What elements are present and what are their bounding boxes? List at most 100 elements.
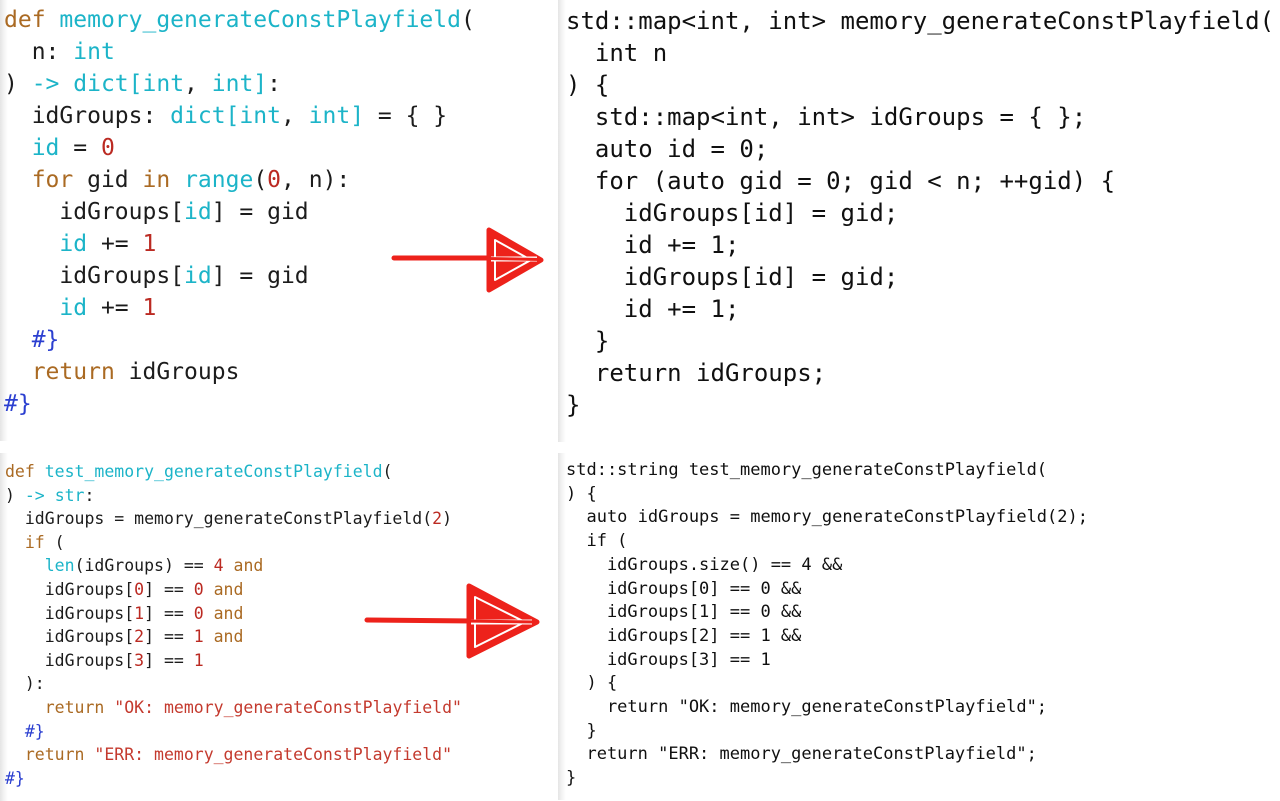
code-token: 3 <box>134 650 145 670</box>
code-token: idGroups[ <box>4 263 185 289</box>
code-token: = { } <box>364 103 448 129</box>
code-token: 1 <box>193 650 204 670</box>
code-token: int <box>73 39 115 65</box>
code-line: idGroups[3] == 1 <box>566 649 1280 673</box>
code-line: ) -> dict[int, int]: <box>4 68 562 100</box>
code-token: idGroups[ <box>5 650 135 670</box>
code-line: def memory_generateConstPlayfield( <box>4 4 562 36</box>
code-token <box>170 167 184 193</box>
code-token: std::string test_memory_generateConstPla… <box>566 460 1048 480</box>
code-token <box>5 722 25 741</box>
code-line: idGroups: dict[int, int] = { } <box>4 100 562 132</box>
code-token: dict[int <box>170 103 281 129</box>
code-line: ) { <box>566 483 1280 507</box>
code-token: ) <box>5 485 25 505</box>
python-code-panel-bottom: def test_memory_generateConstPlayfield()… <box>0 453 563 801</box>
code-token: ] = gid <box>211 199 309 225</box>
code-token: std::map<int, int> idGroups = { }; <box>566 103 1087 131</box>
code-token: : <box>267 71 281 97</box>
code-line: id += 1 <box>4 228 562 260</box>
code-token: idGroups[0] == 0 && <box>566 578 802 599</box>
code-token: #} <box>24 721 45 741</box>
code-line: n: int <box>4 36 562 68</box>
code-token: if ( <box>566 531 628 552</box>
code-line: len(idGroups) == 4 and <box>5 554 563 578</box>
code-token: id <box>59 231 88 257</box>
code-token: id <box>59 295 88 321</box>
code-token <box>204 627 214 646</box>
code-token: def <box>4 7 46 33</box>
code-line: idGroups[1] == 0 && <box>566 601 1280 625</box>
code-token: id += 1; <box>566 231 740 259</box>
code-token: } <box>566 391 581 419</box>
code-token: += <box>87 295 143 321</box>
code-line: ): <box>5 672 563 696</box>
code-token: = <box>59 135 101 161</box>
code-token: , n): <box>281 167 351 193</box>
code-token: 1 <box>134 603 145 623</box>
code-line: } <box>566 720 1280 744</box>
code-token: str <box>54 485 85 505</box>
code-token: } <box>566 768 577 789</box>
code-line: for gid in range(0, n): <box>4 164 562 196</box>
code-token <box>46 7 60 33</box>
code-line: if ( <box>566 530 1280 554</box>
code-token <box>4 231 59 257</box>
code-token: ] == <box>144 579 194 599</box>
code-token: (idGroups) == <box>74 556 214 576</box>
code-line: idGroups[0] == 0 && <box>566 578 1280 602</box>
code-line: #} <box>4 324 562 356</box>
code-token: for <box>31 167 74 193</box>
code-token: return <box>24 745 85 765</box>
code-token <box>204 604 214 623</box>
code-token <box>5 745 25 764</box>
code-line: idGroups[id] = gid <box>4 196 562 228</box>
code-line: id = 0 <box>4 132 562 164</box>
code-token: auto id = 0; <box>566 135 769 163</box>
code-line: auto idGroups = memory_generateConstPlay… <box>566 506 1280 530</box>
code-token: range <box>184 167 254 193</box>
code-line: return idGroups; <box>566 357 1280 389</box>
code-token: , <box>184 71 212 97</box>
code-token: 1 <box>142 231 157 257</box>
code-token: std::map<int, int> memory_generateConstP… <box>566 7 1275 35</box>
code-token: idGroups[2] == 1 && <box>566 625 802 646</box>
code-token: ] == <box>144 603 194 623</box>
code-token: ): <box>5 674 45 694</box>
code-token: 0 <box>267 167 282 193</box>
code-token: ) <box>4 71 32 97</box>
code-line: } <box>566 325 1280 357</box>
code-token: ( <box>253 167 268 193</box>
code-token <box>4 167 32 193</box>
code-token: idGroups[id] = gid; <box>566 199 899 227</box>
code-token: 4 <box>213 556 224 576</box>
code-token: idGroups <box>114 359 240 385</box>
code-token: += <box>87 231 143 257</box>
code-line: for (auto gid = 0; gid < n; ++gid) { <box>566 165 1280 197</box>
code-token: def <box>5 462 35 481</box>
python-code-panel-top: def memory_generateConstPlayfield( n: in… <box>0 0 562 441</box>
code-line: std::map<int, int> idGroups = { }; <box>566 101 1280 133</box>
code-token: ) { <box>566 483 597 504</box>
code-line: std::map<int, int> memory_generateConstP… <box>566 5 1280 37</box>
code-token: idGroups: <box>4 103 171 129</box>
code-token: 0 <box>193 579 204 599</box>
code-token: idGroups[ <box>5 579 135 599</box>
code-line: return "OK: memory_generateConstPlayfiel… <box>566 696 1280 720</box>
code-line: } <box>566 389 1280 421</box>
code-line: ) -> str: <box>5 484 563 508</box>
code-token: #} <box>31 327 60 353</box>
code-line: #} <box>4 388 562 420</box>
code-line: id += 1 <box>4 292 562 324</box>
code-token <box>224 556 234 575</box>
code-line: ) { <box>566 69 1280 101</box>
code-line: ) { <box>566 672 1280 696</box>
code-token: and <box>213 603 244 623</box>
code-token: memory_generateConstPlayfield <box>59 7 461 33</box>
code-token: id <box>184 199 212 225</box>
code-token: idGroups[1] == 0 && <box>566 602 802 623</box>
code-token <box>59 71 73 97</box>
code-token <box>45 486 55 505</box>
code-token: ( <box>460 7 475 33</box>
code-token <box>104 698 114 717</box>
